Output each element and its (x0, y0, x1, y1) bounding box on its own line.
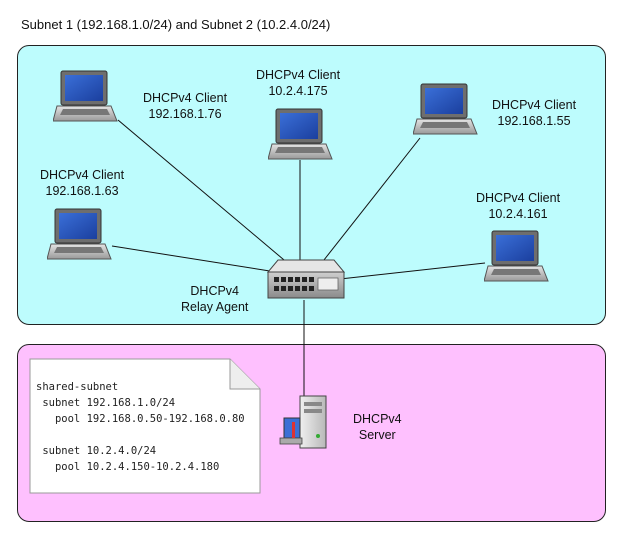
link-client-161 (339, 262, 486, 280)
laptop-icon (47, 208, 112, 260)
config-line: shared-subnet (36, 381, 119, 393)
laptop-icon (484, 230, 549, 282)
config-line: subnet 192.168.1.0/24 (36, 397, 176, 409)
config-text: shared-subnet subnet 192.168.1.0/24 pool… (36, 379, 245, 475)
config-note (29, 358, 261, 494)
relay-agent-icon (266, 259, 346, 299)
link-client-63 (111, 245, 277, 273)
config-line (36, 427, 245, 443)
laptop-icon (268, 108, 333, 160)
laptop-icon (53, 70, 118, 122)
diagram-title: Subnet 1 (192.168.1.0/24) and Subnet 2 (… (21, 17, 331, 32)
config-line: subnet 10.2.4.0/24 (36, 445, 157, 457)
config-line: pool 192.168.0.50-192.168.0.80 (36, 413, 245, 425)
server-icon (279, 395, 327, 449)
laptop-icon (413, 83, 478, 135)
link-client-55 (319, 137, 421, 266)
config-line: pool 10.2.4.150-10.2.4.180 (36, 461, 220, 473)
link-client-76 (117, 119, 291, 266)
